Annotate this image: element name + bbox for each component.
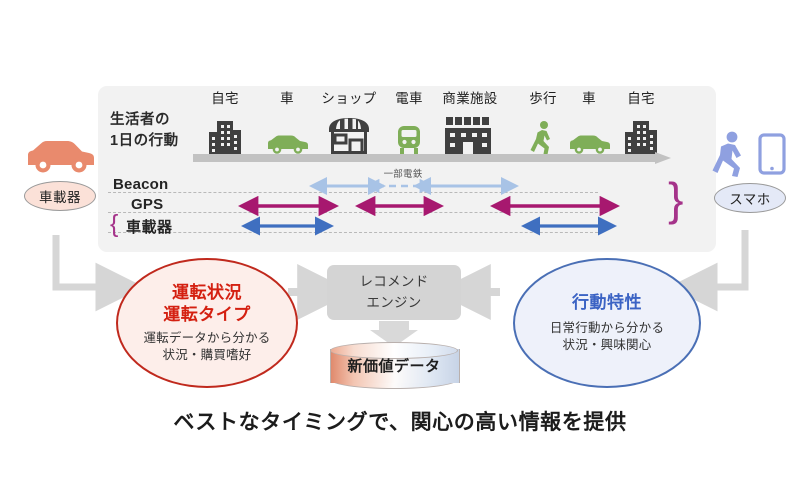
driving-characteristics-ellipse: 運転状況 運転タイプ 運転データから分かる 状況・購買嗜好 (116, 258, 298, 388)
new-value-data-cylinder: 新価値データ (330, 342, 460, 389)
sensor-row-divider (108, 232, 598, 233)
behavior-desc-line1: 日常行動から分かる (549, 321, 665, 336)
building-icon (194, 114, 256, 156)
cylinder-top (330, 342, 458, 359)
behavior-desc-line2: 状況・興味関心 (562, 338, 652, 353)
left-brace-icon: { (110, 210, 119, 238)
recommend-engine-line2: エンジン (366, 294, 422, 310)
driving-desc-line2: 状況・購買嗜好 (162, 347, 252, 362)
driving-title-line1: 運転状況 (172, 283, 242, 303)
right-brace-icon: { (668, 173, 684, 225)
timeline-step-shop: ショップ (318, 92, 380, 156)
lifestyle-label-line2: 1日の行動 (110, 133, 179, 150)
car-icon (28, 141, 94, 173)
lifestyle-label: 生活者の 1日の行動 (110, 110, 206, 152)
smartphone-walking-icon (712, 131, 786, 177)
behavior-title: 行動特性 (572, 293, 642, 312)
sensor-row-divider (108, 212, 598, 213)
partial-rail-note: 一部電鉄 (383, 169, 423, 180)
driving-title-line2: 運転タイプ (163, 304, 251, 324)
cylinder-label: 新価値データ (347, 358, 441, 375)
sensor-row-divider (108, 192, 598, 193)
timeline-step-home-2: 自宅 (610, 92, 672, 156)
commercial-building-icon (432, 114, 508, 156)
car-device-label: 車載器 (24, 181, 96, 211)
timeline-step-car-2: 車 (558, 92, 620, 156)
timeline-step-walk: 歩行 (512, 92, 574, 156)
timeline-step-label: 自宅 (211, 91, 239, 106)
timeline-step-label: 商業施設 (442, 91, 498, 106)
driving-description: 運転データから分かる 状況・購買嗜好 (143, 330, 270, 364)
behavior-description: 日常行動から分かる 状況・興味関心 (550, 320, 664, 354)
timeline-step-label: 車 (582, 91, 596, 106)
smartphone-device-group: スマホ (708, 130, 792, 213)
lifestyle-label-line1: 生活者の (110, 112, 170, 128)
smartphone-device-label: スマホ (714, 183, 786, 213)
timeline-arrow (193, 152, 671, 164)
sensor-label-gps: GPS (131, 196, 164, 213)
building-icon (610, 114, 672, 156)
car-icon (558, 114, 620, 156)
timeline-step-label: 車 (280, 91, 294, 106)
timeline-step-label: ショップ (321, 91, 377, 106)
recommend-engine-line1: レコメンド (359, 274, 429, 290)
behavior-characteristics-ellipse: 行動特性 日常行動から分かる 状況・興味関心 (513, 258, 701, 388)
car-icon (256, 114, 318, 156)
car-device-group: 車載器 (18, 136, 102, 211)
timeline-step-label: 電車 (395, 91, 423, 106)
timeline-step-commercial: 商業施設 (432, 92, 508, 156)
walking-person-icon (512, 114, 574, 156)
train-icon (378, 114, 440, 156)
sensor-label-obd: 車載器 (126, 219, 173, 236)
driving-title: 運転状況 運転タイプ (163, 282, 251, 325)
timeline-step-car-1: 車 (256, 92, 318, 156)
timeline-step-label: 歩行 (529, 91, 557, 106)
driving-desc-line1: 運転データから分かる (143, 330, 271, 345)
timeline-step-home-1: 自宅 (194, 92, 256, 156)
bottom-headline: ベストなタイミングで、関心の高い情報を提供 (173, 411, 627, 434)
shop-icon (318, 114, 380, 156)
timeline-step-label: 自宅 (627, 91, 655, 106)
recommend-engine-box: レコメンド エンジン (327, 265, 461, 320)
sensor-label-beacon: Beacon (113, 176, 169, 193)
timeline-step-train: 電車 (378, 92, 440, 156)
